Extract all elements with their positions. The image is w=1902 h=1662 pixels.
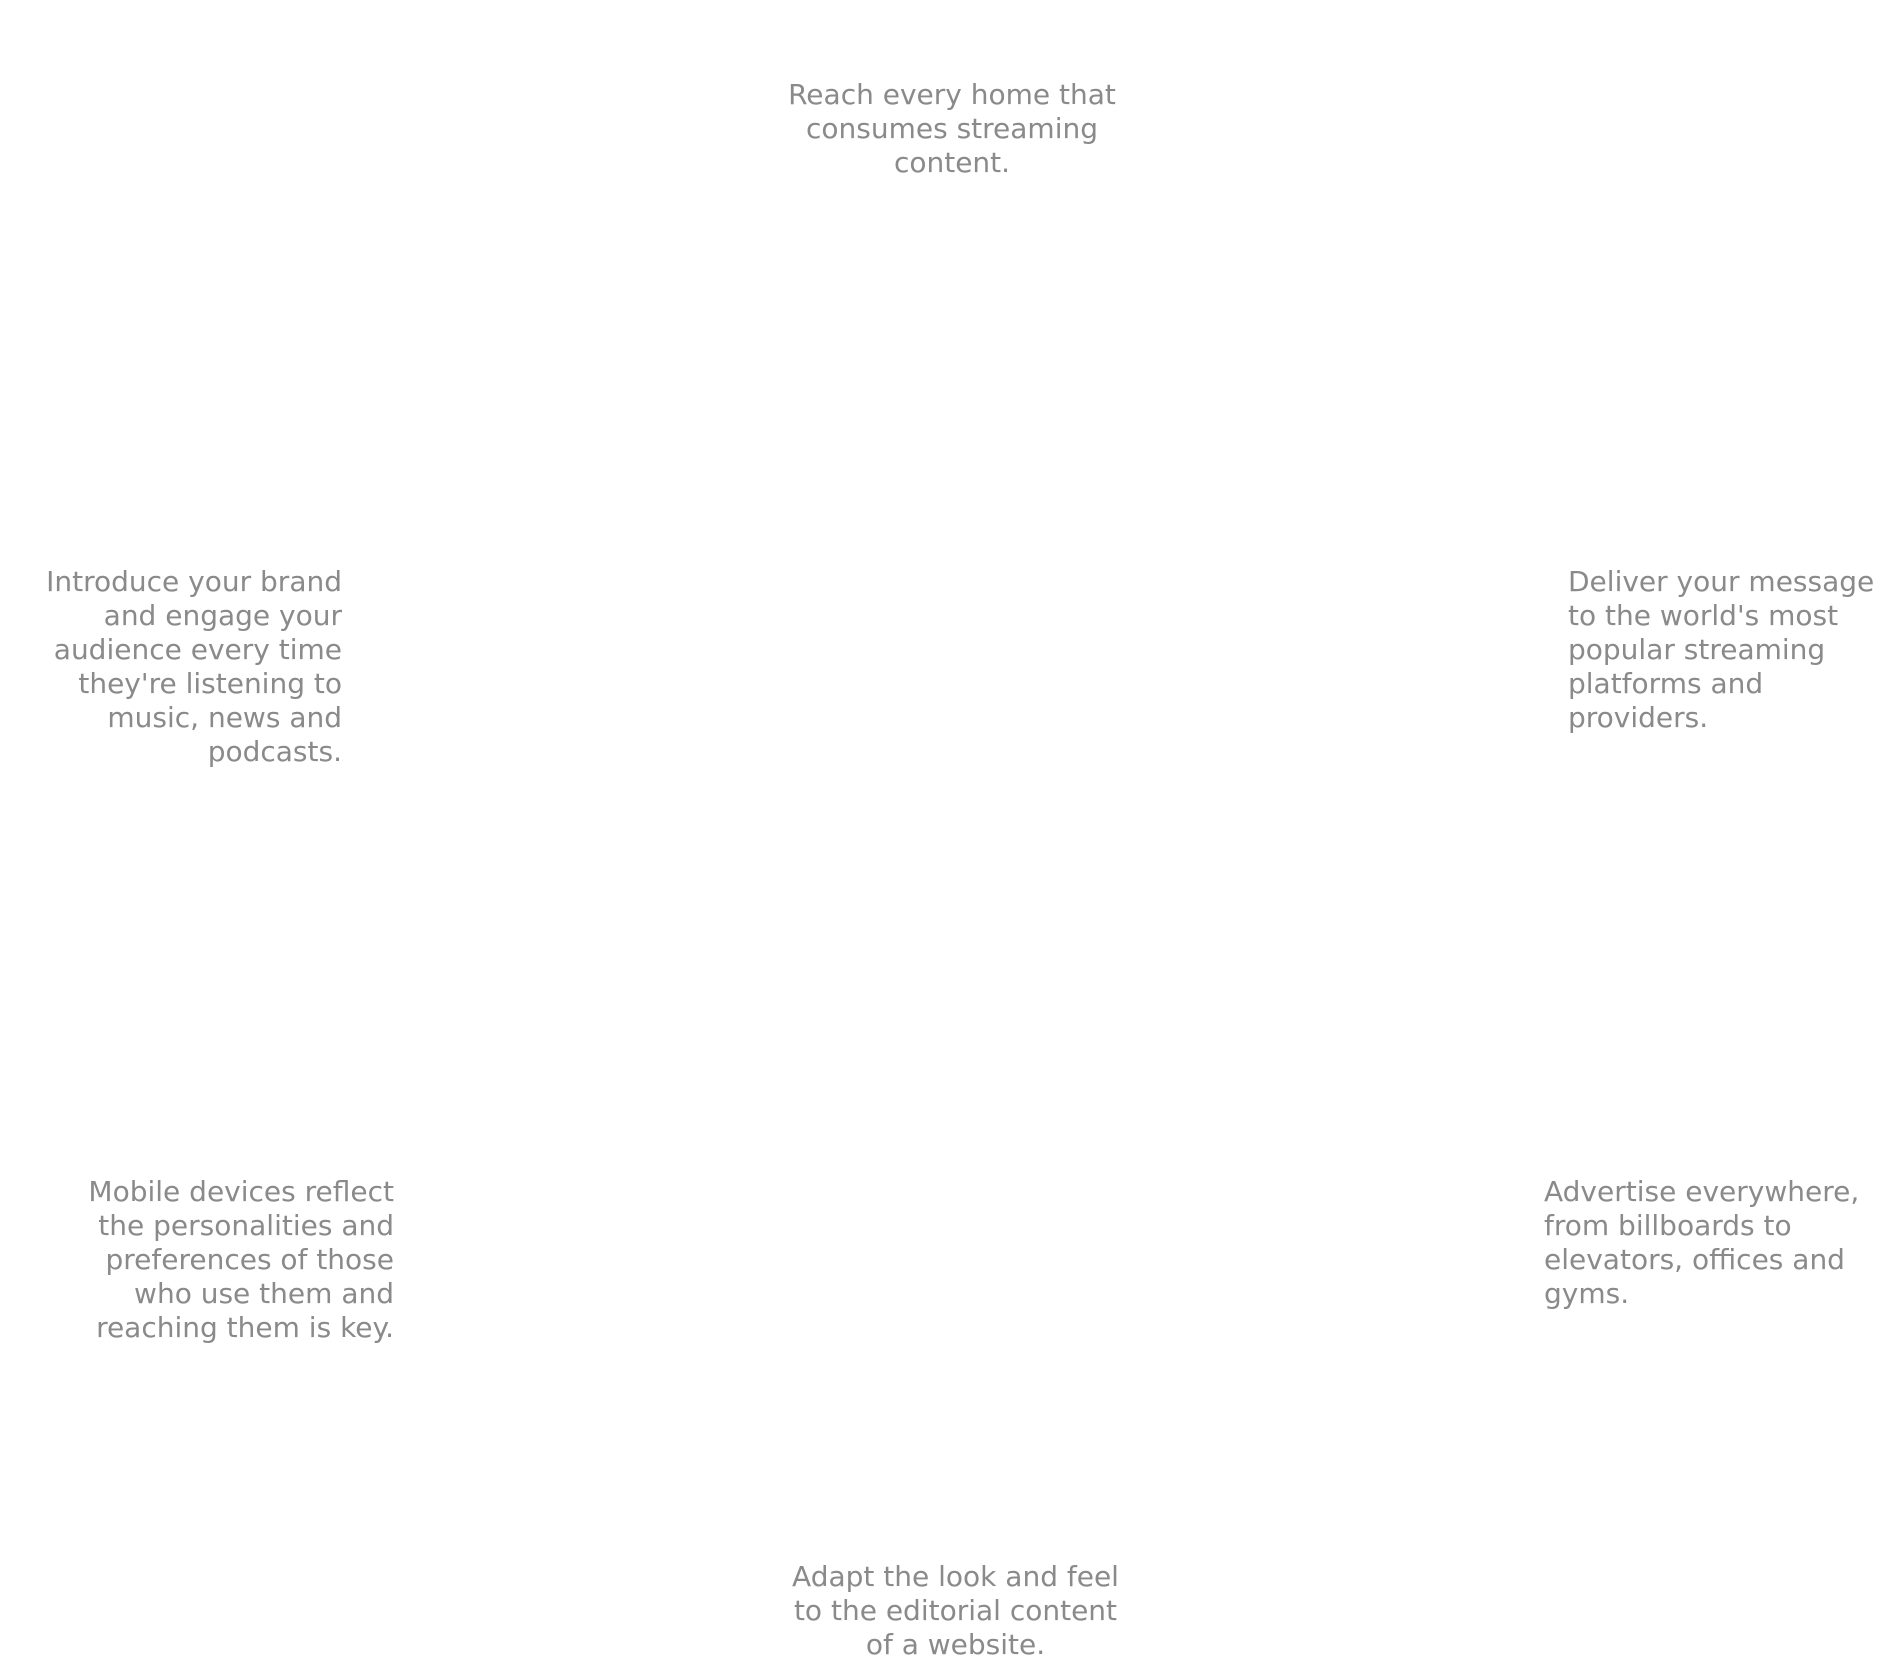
ctv-description: Reach every home that consumes streaming… — [788, 78, 1116, 179]
dooh-description: Advertise everywhere, from billboards to… — [1544, 1175, 1860, 1310]
mobile-description: Mobile devices reflect the personalities… — [88, 1175, 394, 1344]
streaming-description: Deliver your message to the world's most… — [1568, 565, 1875, 734]
native-description: Adapt the look and feel to the editorial… — [792, 1560, 1119, 1661]
audio-description: Introduce your brand and engage your aud… — [46, 565, 342, 768]
